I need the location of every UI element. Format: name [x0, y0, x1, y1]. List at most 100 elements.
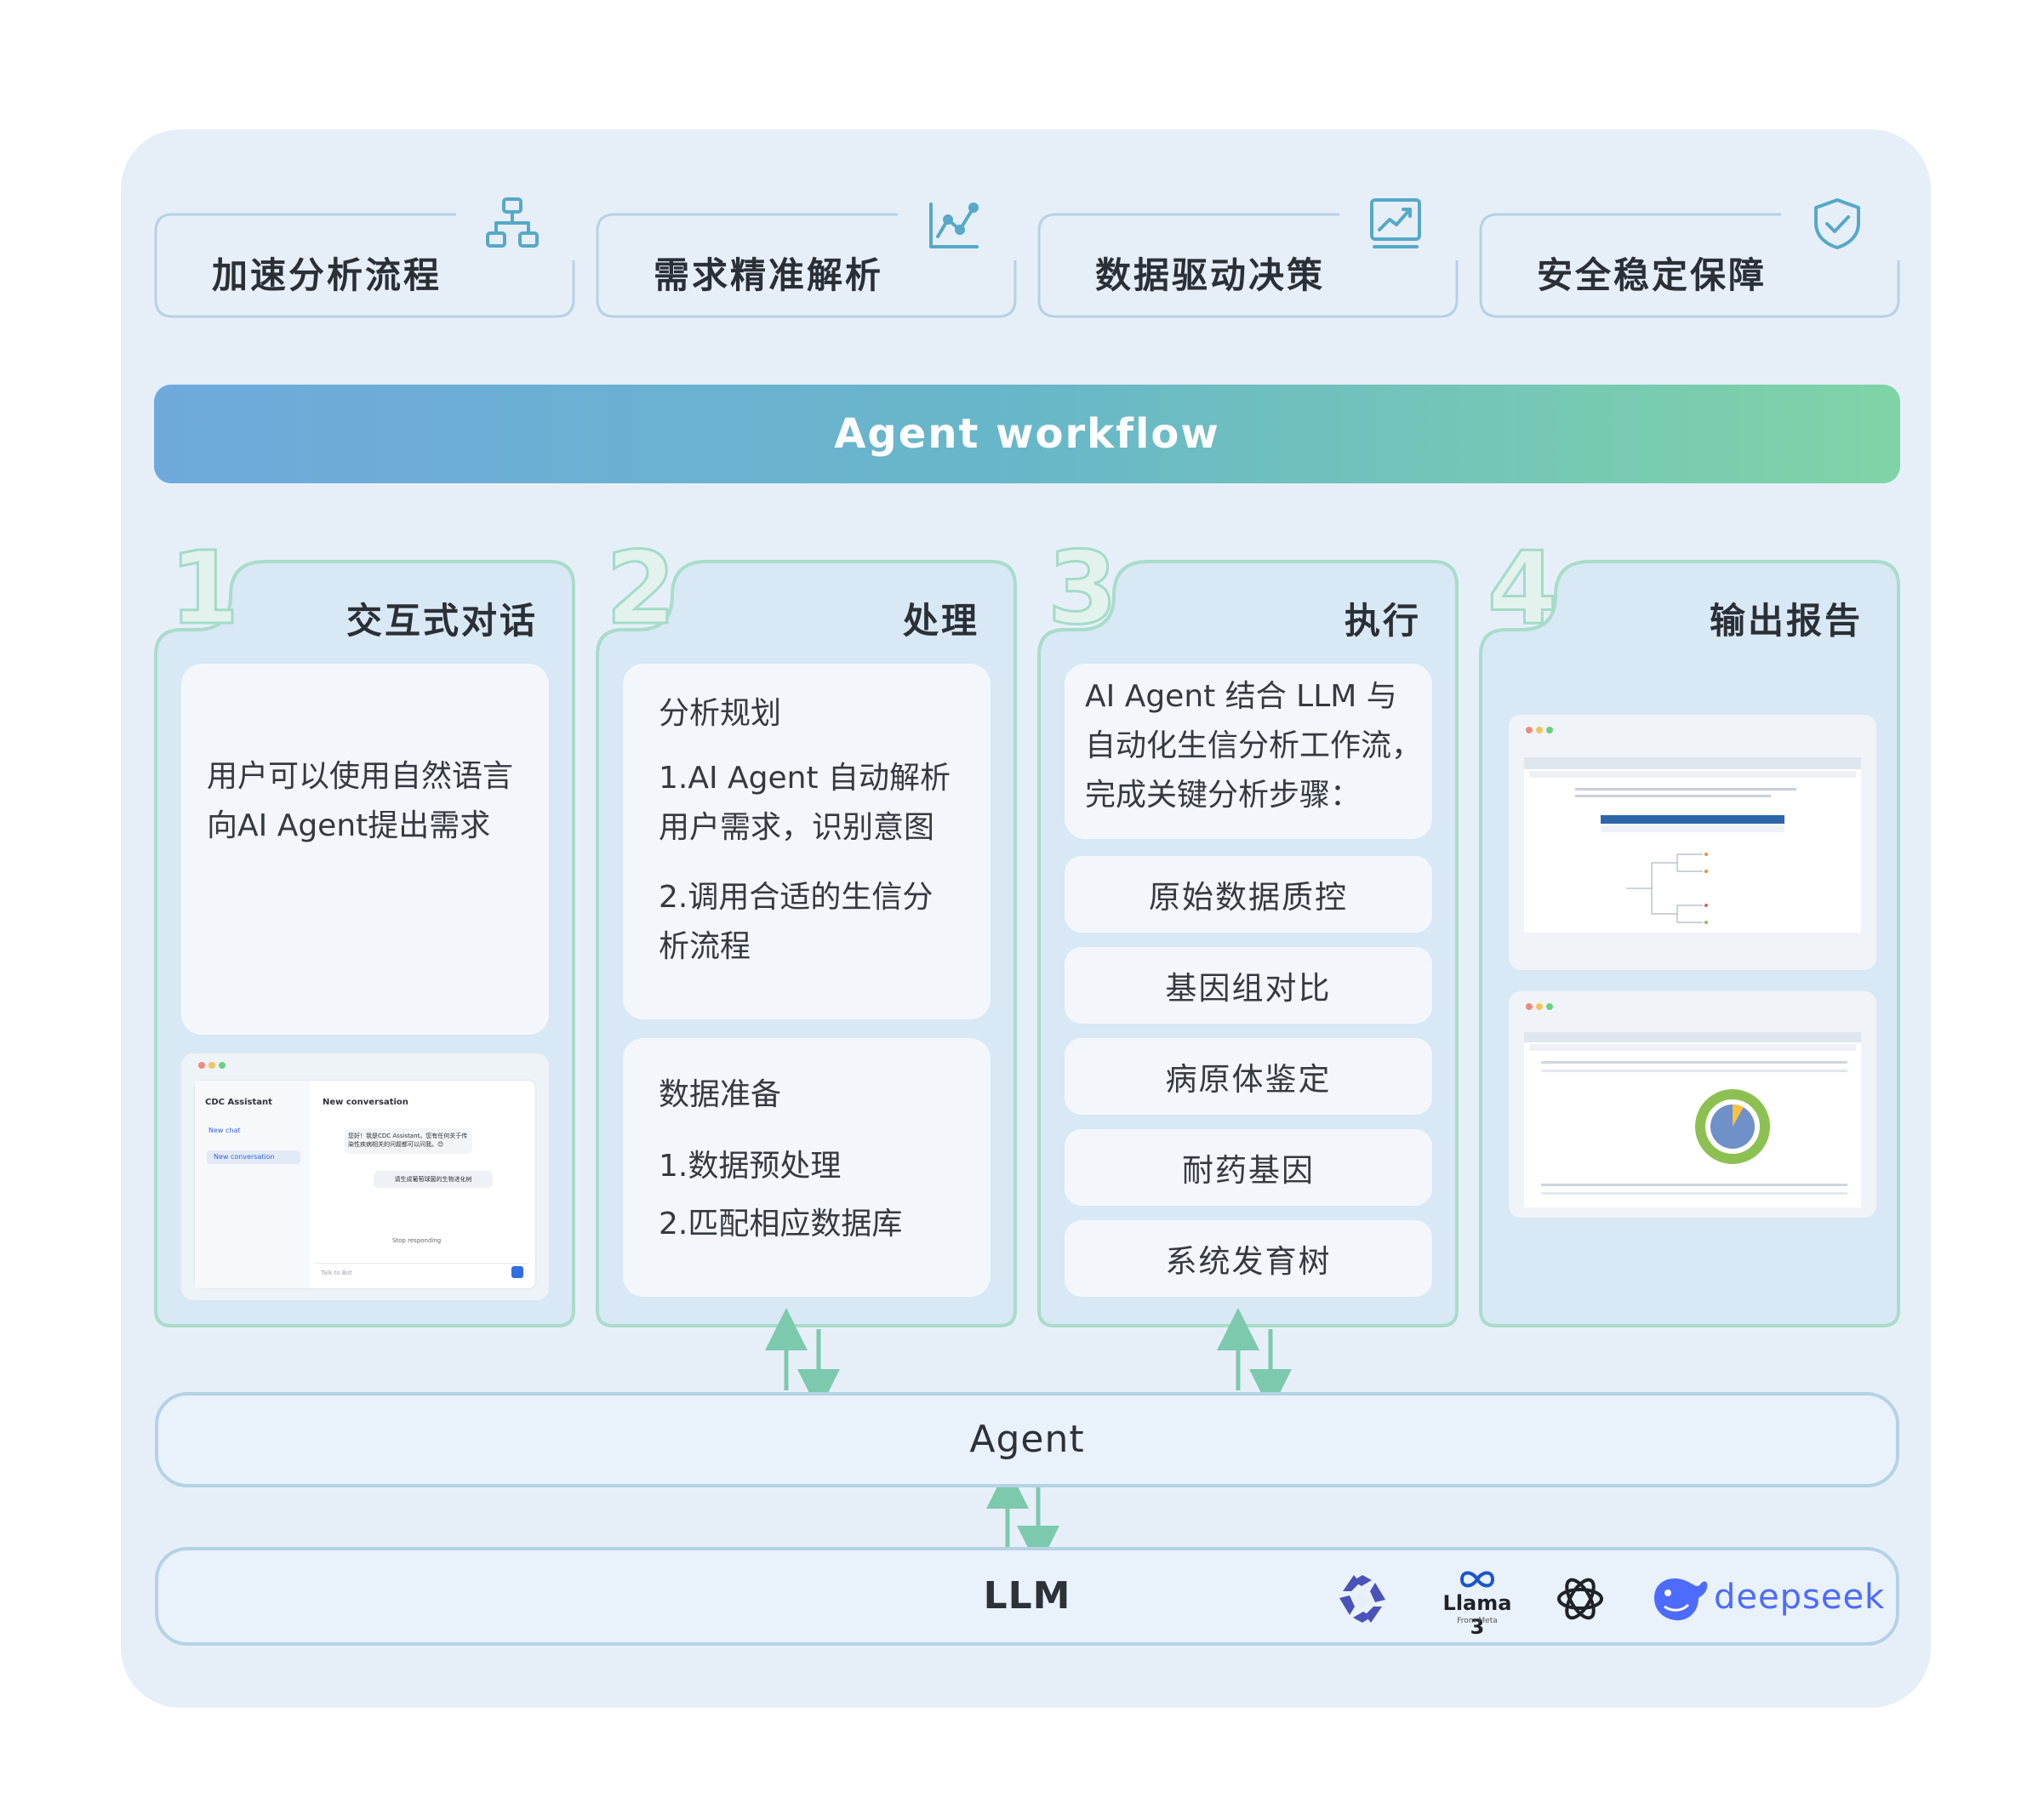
step-title: 输出报告	[1709, 600, 1863, 642]
line-analytics-icon	[929, 203, 979, 248]
step-number: 1	[169, 529, 239, 647]
llama-logo: Llama 3 From Meta	[1435, 1569, 1520, 1639]
llama-sublabel: From Meta	[1457, 1617, 1498, 1625]
window-dot	[1546, 727, 1553, 733]
window-dot	[1526, 727, 1533, 733]
feature-card-border	[596, 213, 1017, 318]
step-2-column: 2 处理 分析规划 1.AI Agent 自动解析 用户需求，识别意图 2.调用…	[596, 528, 1017, 1327]
feature-card-border	[1037, 213, 1459, 318]
step-number: 2	[606, 529, 676, 647]
chat-screenshot: CDC Assistant New chat New conversation …	[181, 1053, 549, 1300]
window-dot	[198, 1062, 205, 1069]
report-screenshot-pie	[1509, 991, 1876, 1218]
section-item-line: 用户需求，识别意图	[659, 810, 935, 845]
description-line: 用户可以使用自然语言	[207, 759, 514, 794]
pie-chart-thumbnail	[1695, 1089, 1770, 1164]
window-dot	[1536, 727, 1543, 733]
new-chat-button[interactable]: New chat	[208, 1127, 241, 1134]
meta-infinity-icon	[1459, 1571, 1495, 1588]
report-window	[1524, 1032, 1861, 1207]
section-item-line: 析流程	[659, 929, 751, 964]
analysis-planning-card: 分析规划 1.AI Agent 自动解析 用户需求，识别意图 2.调用合适的生信…	[623, 664, 991, 1019]
step-title: 处理	[902, 600, 979, 642]
browser-tabs	[1524, 757, 1861, 769]
step-3-column: 3 执行 AI Agent 结合 LLM 与 自动化生信分析工作流， 完成关键分…	[1037, 528, 1459, 1327]
llm-bar: LLM Llama 3 From Meta deeps	[155, 1547, 1899, 1646]
conversation-item[interactable]: New conversation	[214, 1153, 275, 1161]
step-column-shape: 3	[1037, 528, 1459, 1327]
chat-app-name: CDC Assistant	[205, 1098, 272, 1107]
window-dot	[1526, 1003, 1533, 1010]
report-screenshot-tree	[1509, 715, 1876, 970]
qwen-logo-icon	[1339, 1575, 1385, 1623]
deepseek-whale-icon	[1654, 1578, 1708, 1621]
report-table-row	[1601, 825, 1784, 832]
section-heading: 分析规划	[659, 696, 782, 731]
feature-title: 安全稳定保障	[1537, 254, 1767, 296]
deepseek-label: deepseek	[1714, 1578, 1886, 1617]
step-title: 交互式对话	[345, 600, 538, 642]
window-dot	[208, 1062, 215, 1069]
execution-intro-card: AI Agent 结合 LLM 与 自动化生信分析工作流， 完成关键分析步骤：	[1065, 664, 1432, 839]
browser-address-bar[interactable]	[1529, 1044, 1856, 1051]
report-table-header	[1601, 815, 1784, 824]
report-text-line	[1575, 788, 1796, 790]
feature-title: 数据驱动决策	[1095, 254, 1326, 296]
section-item-line: 1.数据预处理	[659, 1149, 842, 1184]
report-table-line	[1541, 1070, 1847, 1072]
intro-line: 自动化生信分析工作流，	[1085, 728, 1423, 763]
task-pathogen-identification: 病原体鉴定	[1065, 1038, 1432, 1115]
browser-tabs	[1524, 1032, 1861, 1042]
deepseek-logo: deepseek	[1649, 1567, 1884, 1629]
feature-card-border	[1479, 213, 1900, 318]
section-item-line: 2.匹配相应数据库	[659, 1207, 903, 1241]
shield-check-icon	[1814, 198, 1860, 249]
feature-card-4: 安全稳定保障	[1479, 198, 1900, 318]
intro-line: 完成关键分析步骤：	[1085, 778, 1362, 813]
chat-header: New conversation	[323, 1098, 408, 1107]
feature-card-border	[154, 213, 575, 318]
task-resistance-genes: 耐药基因	[1065, 1129, 1432, 1206]
step-number: 4	[1487, 529, 1557, 647]
step-1-column: 1 交互式对话 用户可以使用自然语言 向AI Agent提出需求 CDC Ass…	[154, 528, 575, 1327]
llama-label: Llama 3	[1442, 1591, 1512, 1639]
chat-window: CDC Assistant New chat New conversation …	[195, 1081, 535, 1288]
report-text-line	[1575, 795, 1771, 797]
phylogenetic-tree-thumbnail	[1626, 853, 1708, 924]
window-dot	[219, 1062, 226, 1069]
task-raw-data-qc: 原始数据质控	[1065, 856, 1432, 933]
agent-bar: Agent	[155, 1392, 1899, 1487]
openai-logo-icon	[1557, 1578, 1603, 1620]
bot-message: 您好！我是CDC Assistant。您有任何关于传染性疾病相关的问题都可以问我…	[345, 1128, 472, 1154]
report-window	[1524, 757, 1861, 933]
stop-responding-button[interactable]: Stop responding	[392, 1237, 442, 1244]
agent-label: Agent	[969, 1418, 1085, 1461]
feature-title: 加速分析流程	[212, 254, 442, 296]
feature-title: 需求精准解析	[654, 254, 884, 296]
description-card: 用户可以使用自然语言 向AI Agent提出需求	[181, 664, 549, 1035]
conversation-item-bg	[207, 1150, 300, 1164]
window-dot	[1546, 1003, 1553, 1010]
chat-input[interactable]: Talk to Bot	[314, 1263, 528, 1281]
description-line: 向AI Agent提出需求	[207, 808, 491, 843]
browser-address-bar[interactable]	[1529, 771, 1856, 778]
section-item-line: 1.AI Agent 自动解析	[659, 761, 951, 796]
hierarchy-icon	[486, 197, 539, 248]
agent-workflow-banner: Agent workflow	[154, 385, 1900, 483]
chat-sidebar	[195, 1081, 310, 1288]
feature-card-3: 数据驱动决策	[1037, 198, 1459, 318]
section-heading: 数据准备	[659, 1077, 782, 1112]
step-title: 执行	[1344, 600, 1421, 642]
report-table-line	[1541, 1061, 1847, 1064]
data-preparation-card: 数据准备 1.数据预处理 2.匹配相应数据库	[623, 1038, 991, 1297]
send-icon[interactable]	[511, 1266, 523, 1278]
user-message: 请生成葡萄球菌的生物进化树	[374, 1171, 493, 1188]
section-item-line: 2.调用合适的生信分	[659, 880, 934, 915]
step-4-column: 4 输出报告	[1479, 528, 1900, 1327]
task-phylogenetic-tree: 系统发育树	[1065, 1220, 1432, 1297]
llm-label: LLM	[983, 1574, 1071, 1618]
report-table-line	[1541, 1192, 1847, 1195]
growth-chart-icon	[1370, 198, 1421, 248]
intro-line: AI Agent 结合 LLM 与	[1085, 679, 1397, 714]
feature-card-1: 加速分析流程	[154, 197, 575, 318]
